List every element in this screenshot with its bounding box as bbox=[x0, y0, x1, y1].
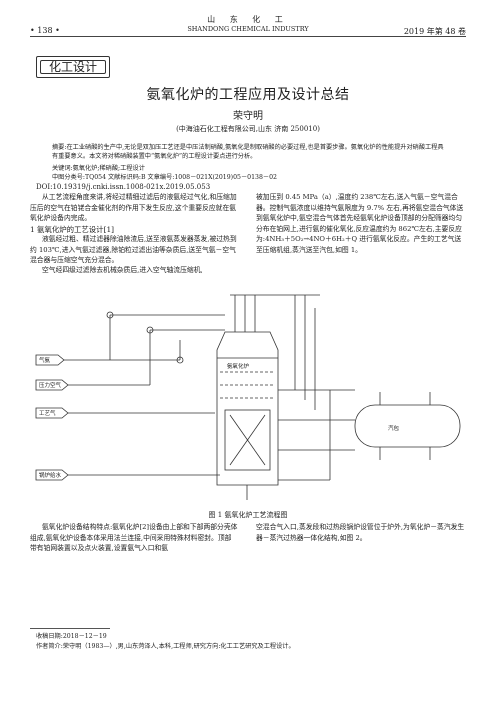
label-pressure-air: 压力空气 bbox=[39, 381, 62, 389]
structure-paragraph-cont: 空混合气入口,蒸发段和过热段锅炉设管位于炉外,为氧化炉－蒸汽发生器－蒸汽过热器一… bbox=[256, 523, 465, 542]
abstract: 摘要:在工业硝酸的生产中,无论是双加压工艺还是中压法制硝酸,氨氧化是制取硝酸的必… bbox=[52, 144, 444, 160]
journal-name-en: SHANDONG CHEMICAL INDUSTRY bbox=[187, 25, 309, 33]
right-column-paragraph: 被加压到 0.45 MPa（a）,温度约 238℃左右,送入气氨－空气混合器。控… bbox=[256, 193, 464, 254]
received-date: 收稿日期:2018－12－19 bbox=[36, 633, 107, 640]
figure-caption: 图 1 氨氧化炉工艺流程图 bbox=[208, 511, 288, 519]
article-title: 氨氧化炉的工程应用及设计总结 bbox=[146, 87, 350, 103]
journal-name-cn: 山 东 化 工 bbox=[207, 15, 289, 24]
process-flow-diagram: 气氨 压力空气 工艺气 锅炉给水 氨氧化炉 汽包 bbox=[35, 294, 461, 500]
label-boiler-water: 锅炉给水 bbox=[39, 471, 62, 479]
section-heading: 1 氨氧化炉的工艺设计[1] bbox=[30, 225, 115, 234]
pressure-air-arrow bbox=[35, 379, 69, 391]
footnote-rule bbox=[30, 628, 110, 629]
structure-paragraph: 氨氧化炉设备结构特点:氨氧化炉[2]设备由上部和下部两部分壳体组成,氨氧化炉设备… bbox=[30, 523, 238, 552]
keywords: 关键词:氨氧化炉;稀硝酸;工程设计 bbox=[52, 165, 145, 172]
label-gas-ammonia: 气氨 bbox=[39, 356, 51, 364]
issue-info: 2019 年第 48 卷 bbox=[403, 27, 466, 36]
boiler-water-arrow bbox=[35, 469, 69, 481]
reactor-shell bbox=[216, 331, 279, 486]
label-process-gas: 工艺气 bbox=[39, 409, 56, 417]
process-gas-arrow bbox=[35, 407, 69, 419]
steam-drum bbox=[354, 404, 461, 448]
column-tag: 化工设计 bbox=[36, 56, 110, 78]
page-number: • 138 • bbox=[30, 26, 60, 35]
author-name: 荣守明 bbox=[233, 111, 263, 122]
doi: DOI:10.19319/j.cnki.issn.1008-021x.2019.… bbox=[36, 183, 211, 191]
intro-paragraph: 从工艺流程角度来讲,将经过精细过滤后的液氨经过气化,和压缩加压后的空气在铂铑合金… bbox=[30, 193, 237, 222]
header-rule bbox=[30, 36, 466, 37]
gas-ammonia-arrow bbox=[35, 354, 65, 366]
author-bio: 作者简介:荣守明（1983—）,男,山东菏泽人,本科,工程师,研究方向:化工工艺… bbox=[36, 643, 295, 650]
classification: 中图分类号:TQ054 文献标识码:B 文章编号:1008－021X(2019)… bbox=[52, 174, 277, 181]
label-reactor: 氨氧化炉 bbox=[227, 362, 250, 370]
process-paragraph: 液氨经过粗、精过滤器除油除渣后,送至液氨蒸发器蒸发,被过热到约 103℃,进入气… bbox=[30, 235, 237, 264]
air-paragraph: 空气经四级过滤除去机械杂质后,进入空气轴流压缩机, bbox=[42, 266, 203, 274]
affiliation: (中海油石化工程有限公司,山东 济南 250010) bbox=[176, 125, 320, 133]
label-drum: 汽包 bbox=[388, 424, 400, 432]
